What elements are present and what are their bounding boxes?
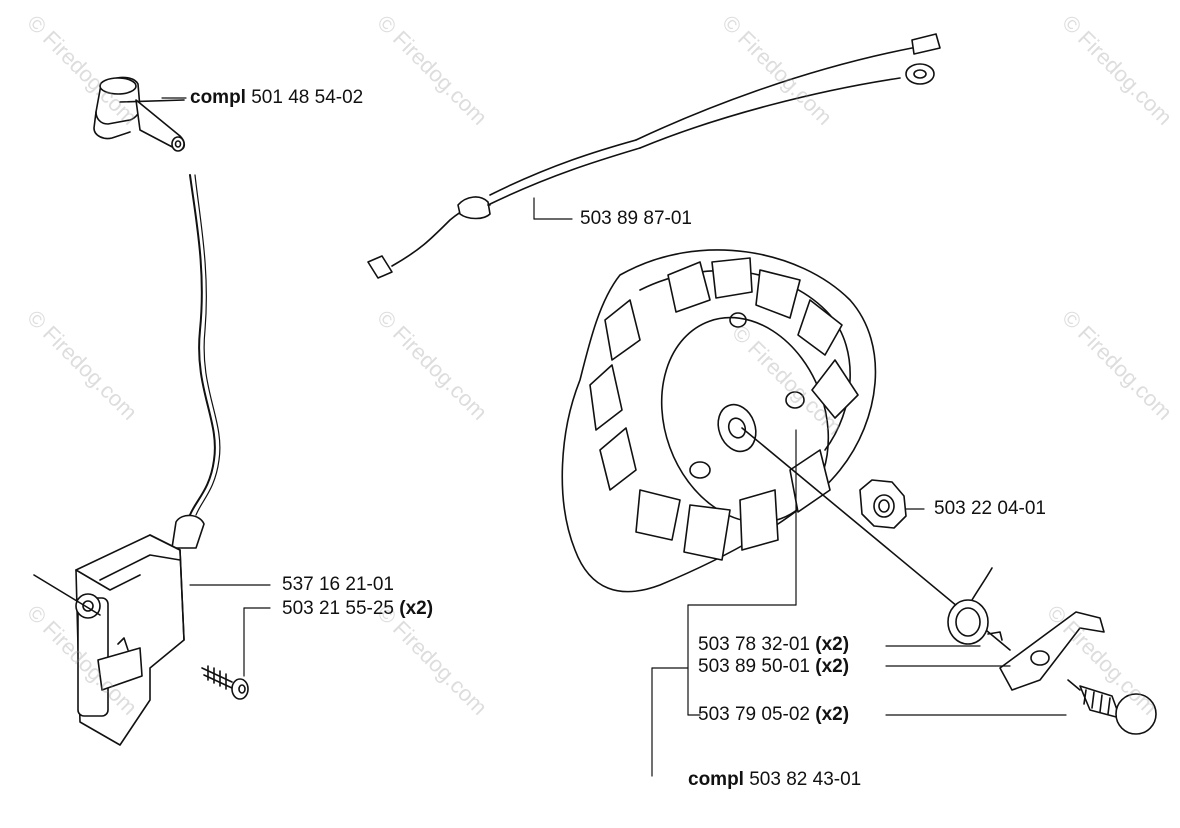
flywheel bbox=[561, 249, 1011, 651]
screw bbox=[201, 665, 249, 700]
part-label-flywheel-compl: compl 503 82 43-01 bbox=[688, 769, 862, 790]
part-label-pawl: 503 89 50-01 (x2) bbox=[698, 656, 850, 677]
pivot-bolt bbox=[1067, 679, 1157, 735]
wiring-harness bbox=[367, 33, 941, 279]
spring bbox=[947, 567, 1003, 645]
leader-lines bbox=[161, 97, 1067, 777]
pawl bbox=[999, 611, 1105, 691]
part-label-nut: 503 22 04-01 bbox=[934, 498, 1046, 519]
part-label-spring: 503 78 32-01 (x2) bbox=[698, 634, 850, 655]
ignition-module bbox=[33, 514, 205, 746]
part-label-screw: 503 21 55-25 (x2) bbox=[282, 598, 434, 619]
part-label-spark-boot: compl 501 48 54-02 bbox=[190, 87, 364, 108]
spark-plug-boot bbox=[93, 76, 186, 152]
part-label-ignition-module: 537 16 21-01 bbox=[282, 574, 394, 595]
ignition-lead bbox=[189, 174, 216, 516]
part-label-pivot-bolt: 503 79 05-02 (x2) bbox=[698, 704, 850, 725]
part-label-harness: 503 89 87-01 bbox=[580, 208, 692, 229]
flywheel-nut bbox=[859, 479, 907, 529]
